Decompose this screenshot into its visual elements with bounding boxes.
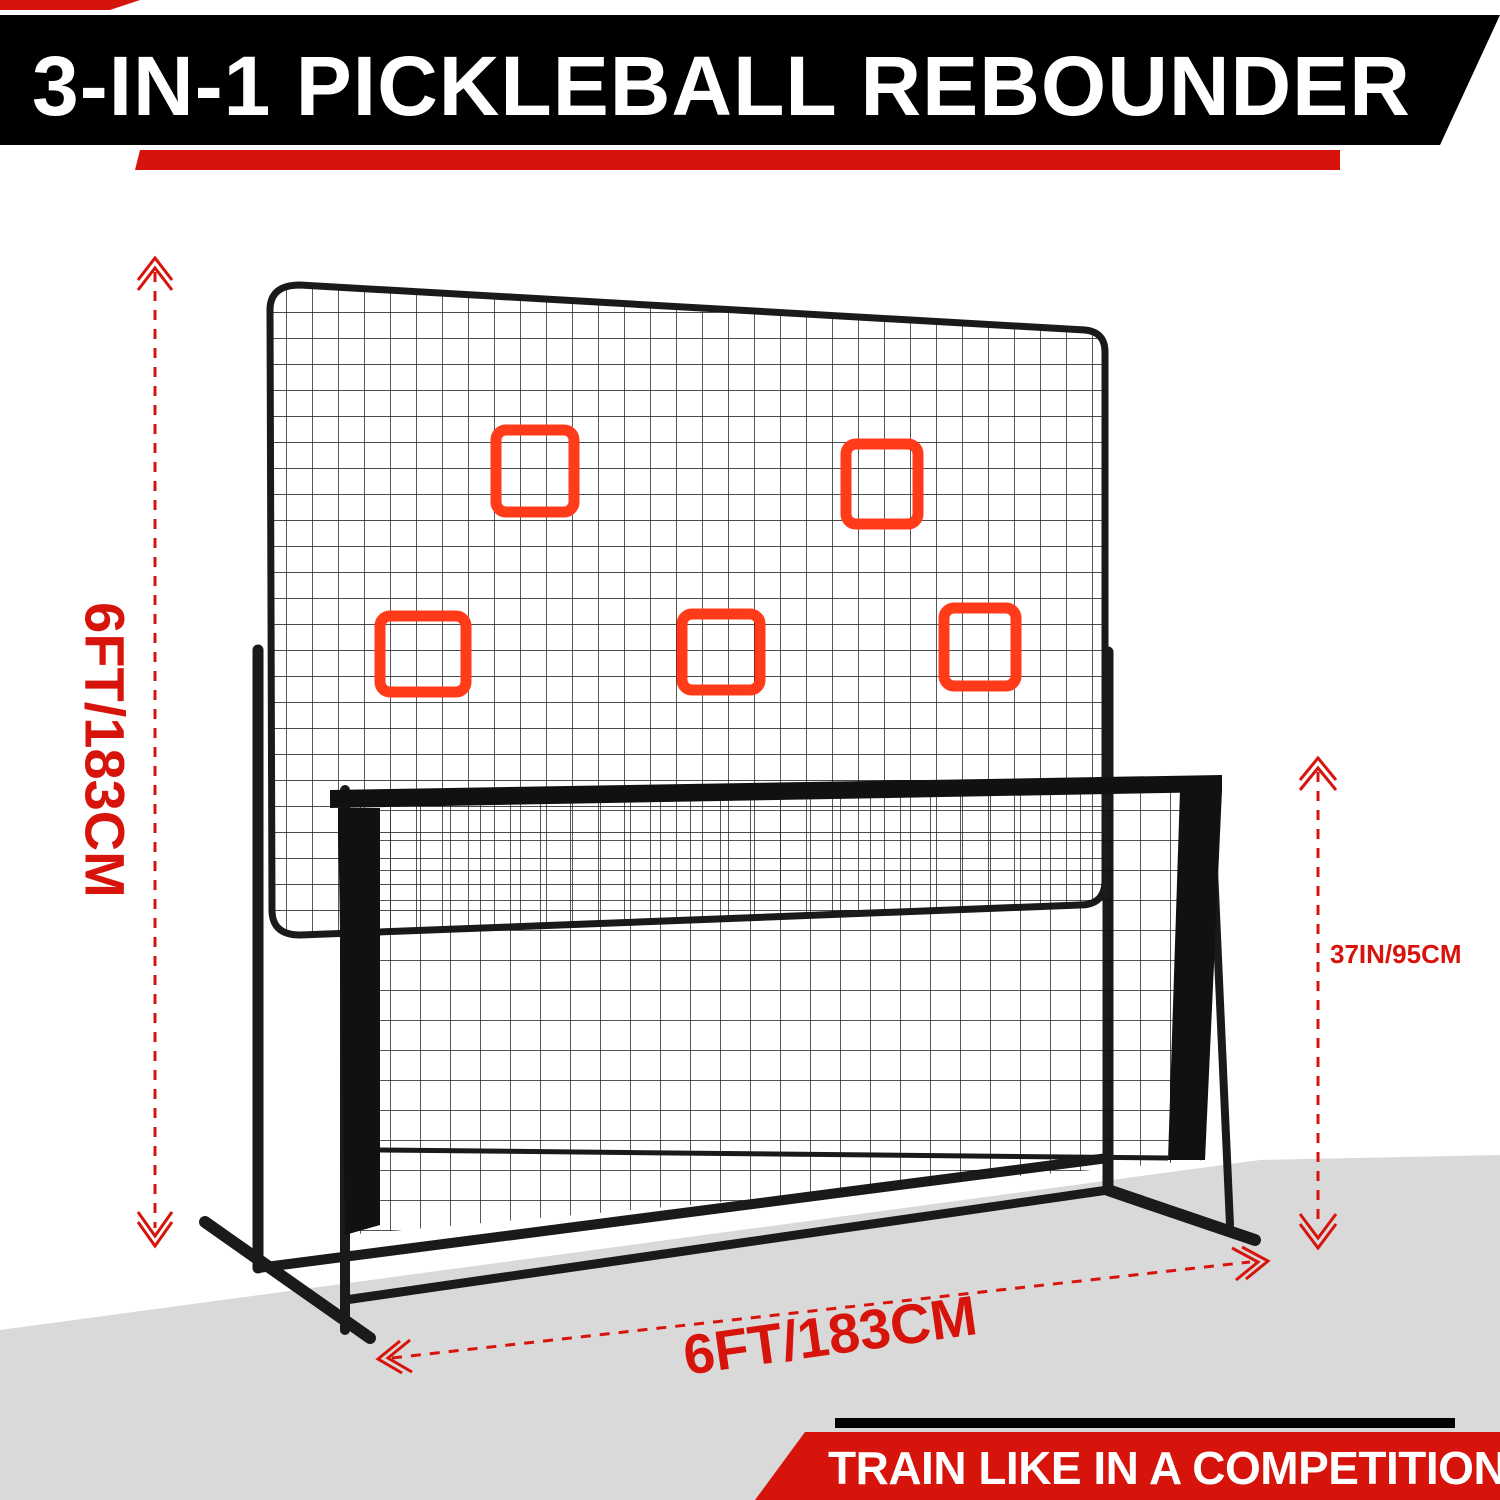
footer-banner <box>755 1418 1500 1500</box>
net-height-arrow-icon <box>1298 755 1338 1251</box>
front-net <box>330 775 1222 1235</box>
target-mid-left <box>374 610 472 698</box>
title-banner <box>0 0 1500 170</box>
page-title: 3-IN-1 PICKLEBALL REBOUNDER <box>32 39 1411 133</box>
target-rings <box>374 424 1022 698</box>
height-dimension-label: 6FT/183CM <box>73 602 137 898</box>
width-arrow-icon <box>375 1245 1271 1375</box>
target-top-right <box>840 438 924 530</box>
height-arrow-icon <box>136 255 174 1249</box>
target-top-left <box>490 424 580 518</box>
net-height-dimension-label: 37IN/95CM <box>1330 939 1462 969</box>
target-mid-right <box>938 602 1022 692</box>
floor <box>0 1155 1500 1500</box>
target-mid-center <box>676 608 766 696</box>
tagline: TRAIN LIKE IN A COMPETITION <box>828 1442 1500 1494</box>
